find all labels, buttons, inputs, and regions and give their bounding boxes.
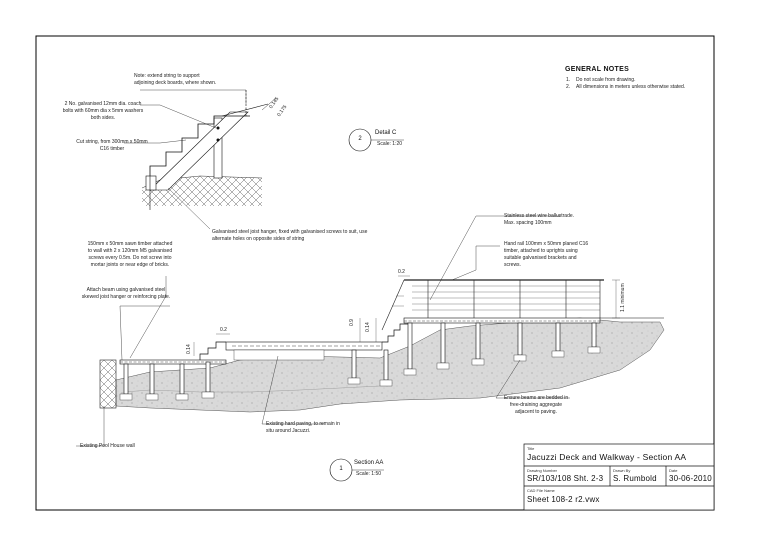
- drawing-number: SR/103/108 Sht. 2-3: [527, 474, 604, 483]
- note-ballustrade: Stainless steel wire ballustrade. Max. s…: [504, 213, 575, 226]
- dim-0-14-right: 0.14: [365, 322, 371, 332]
- detail-c-steps: [149, 115, 250, 176]
- date-caption: Date: [669, 468, 678, 473]
- note-hand-rail: Hand rail 100mm x 50mm planed C16 timber…: [504, 241, 589, 268]
- note-attach-beam: Attach beam using galvanised steel skewe…: [81, 287, 171, 300]
- drawing-number-caption: Drawing Number: [527, 468, 558, 473]
- title-caption: Title: [527, 446, 535, 451]
- right-steps: [382, 323, 410, 343]
- note-pool-house: Existing Pool House wall: [80, 443, 135, 449]
- post-pads: [119, 346, 601, 401]
- detail-c-name: Detail C: [375, 130, 397, 136]
- cad-file-name: Sheet 108-2 r2.vwx: [527, 495, 600, 504]
- dim-0-9: 0.9: [349, 319, 355, 326]
- general-note-2-text: All dimensions in meters unless otherwis…: [576, 84, 686, 90]
- walkway-deck: [403, 317, 601, 324]
- left-steps: [199, 341, 226, 360]
- section-aa-leaders: [76, 215, 570, 447]
- detail-c-string: [149, 111, 249, 191]
- note-extend-string: Note: extend string to support adjoining…: [134, 73, 217, 86]
- drawn-by-caption: Drawn By: [613, 468, 631, 473]
- sheet-border: [35, 35, 715, 511]
- section-aa-name: Section AA: [354, 460, 384, 466]
- dim-rail-height: 1.1 minimum: [620, 283, 626, 312]
- balustrade: [381, 279, 604, 331]
- walkway-posts: [383, 322, 597, 381]
- pool-house-wall: [99, 359, 117, 409]
- note-joist-hanger: Galvanised steel joist hanger, fixed wit…: [212, 229, 368, 242]
- section-aa-ground: [115, 317, 665, 413]
- dim-top-0-2: 0.2: [398, 269, 405, 275]
- detail-c-drawing: [141, 90, 277, 210]
- general-note-1: 1. Do not scale from drawing.: [566, 77, 635, 83]
- general-note-2-number: 2.: [566, 84, 571, 90]
- section-aa-number: 1: [339, 466, 343, 472]
- note-hard-paving: Existing hard paving, to remain in situ …: [266, 421, 340, 434]
- general-notes-title: GENERAL NOTES: [565, 66, 630, 73]
- detail-c-leaders: [124, 89, 247, 230]
- drawing-title: Jacuzzi Deck and Walkway - Section AA: [527, 452, 687, 462]
- detail-c-post: [213, 117, 223, 179]
- dim-0-14-left: 0.14: [186, 344, 192, 354]
- general-note-1-text: Do not scale from drawing.: [576, 77, 636, 83]
- general-note-1-number: 1.: [566, 77, 571, 83]
- dimension-lines: [193, 275, 620, 356]
- drawing-date: 30-06-2010: [669, 474, 712, 483]
- detail-c-number: 2: [358, 136, 362, 142]
- section-aa-drawing: [99, 275, 665, 413]
- title-block: [523, 443, 715, 511]
- note-beams-bedded: Ensure beams are bedded in free-draining…: [503, 395, 569, 415]
- section-aa-scale: Scale: 1:50: [356, 471, 382, 477]
- note-cut-string: Cut string, from 300mm x 50mm C16 timber: [76, 139, 148, 152]
- detail-c-scale: Scale: 1:20: [377, 141, 403, 147]
- note-sawn-timber: 150mm x 50mm sawn timber attached to wal…: [87, 241, 173, 268]
- dim-mid-0-2: 0.2: [220, 327, 227, 333]
- general-note-2: 2. All dimensions in meters unless otherw…: [566, 84, 685, 90]
- drawn-by: S. Rumbold: [613, 474, 657, 483]
- note-coach-bolts: 2 No. galvanised 12mm dia. coach bolts w…: [62, 101, 144, 121]
- cad-file-caption: CAD File Name: [527, 488, 555, 493]
